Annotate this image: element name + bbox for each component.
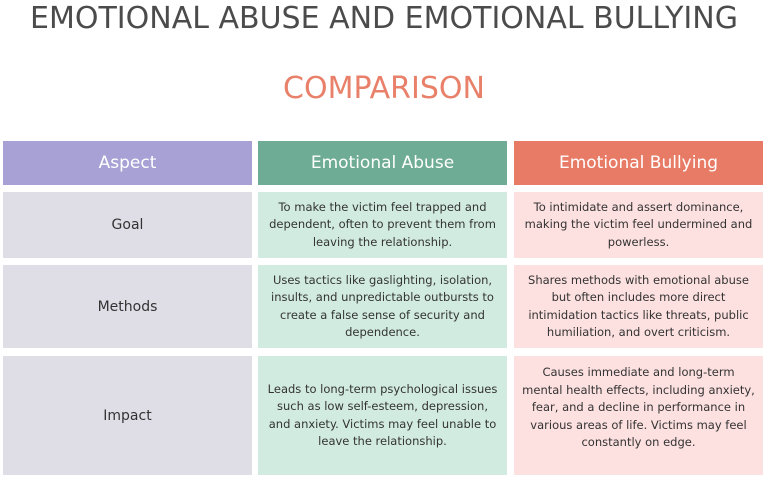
row-impact-abuse: Leads to long-term psychological issues …: [258, 356, 507, 475]
row-impact-bullying: Causes immediate and long-term mental he…: [514, 356, 763, 475]
row-methods-bullying: Shares methods with emotional abuse but …: [514, 265, 763, 348]
row-goal-aspect: Goal: [3, 192, 252, 258]
row-goal-abuse: To make the victim feel trapped and depe…: [258, 192, 507, 258]
header-emotional-bullying: Emotional Bullying: [514, 141, 763, 185]
row-methods-abuse: Uses tactics like gaslighting, isolation…: [258, 265, 507, 348]
row-methods-aspect: Methods: [3, 265, 252, 348]
row-impact-aspect: Impact: [3, 356, 252, 475]
page-title: EMOTIONAL ABUSE AND EMOTIONAL BULLYING: [30, 1, 738, 36]
header-emotional-abuse: Emotional Abuse: [258, 141, 507, 185]
page-subtitle: COMPARISON: [283, 71, 485, 106]
row-goal-bullying: To intimidate and assert dominance, maki…: [514, 192, 763, 258]
header-aspect: Aspect: [3, 141, 252, 185]
